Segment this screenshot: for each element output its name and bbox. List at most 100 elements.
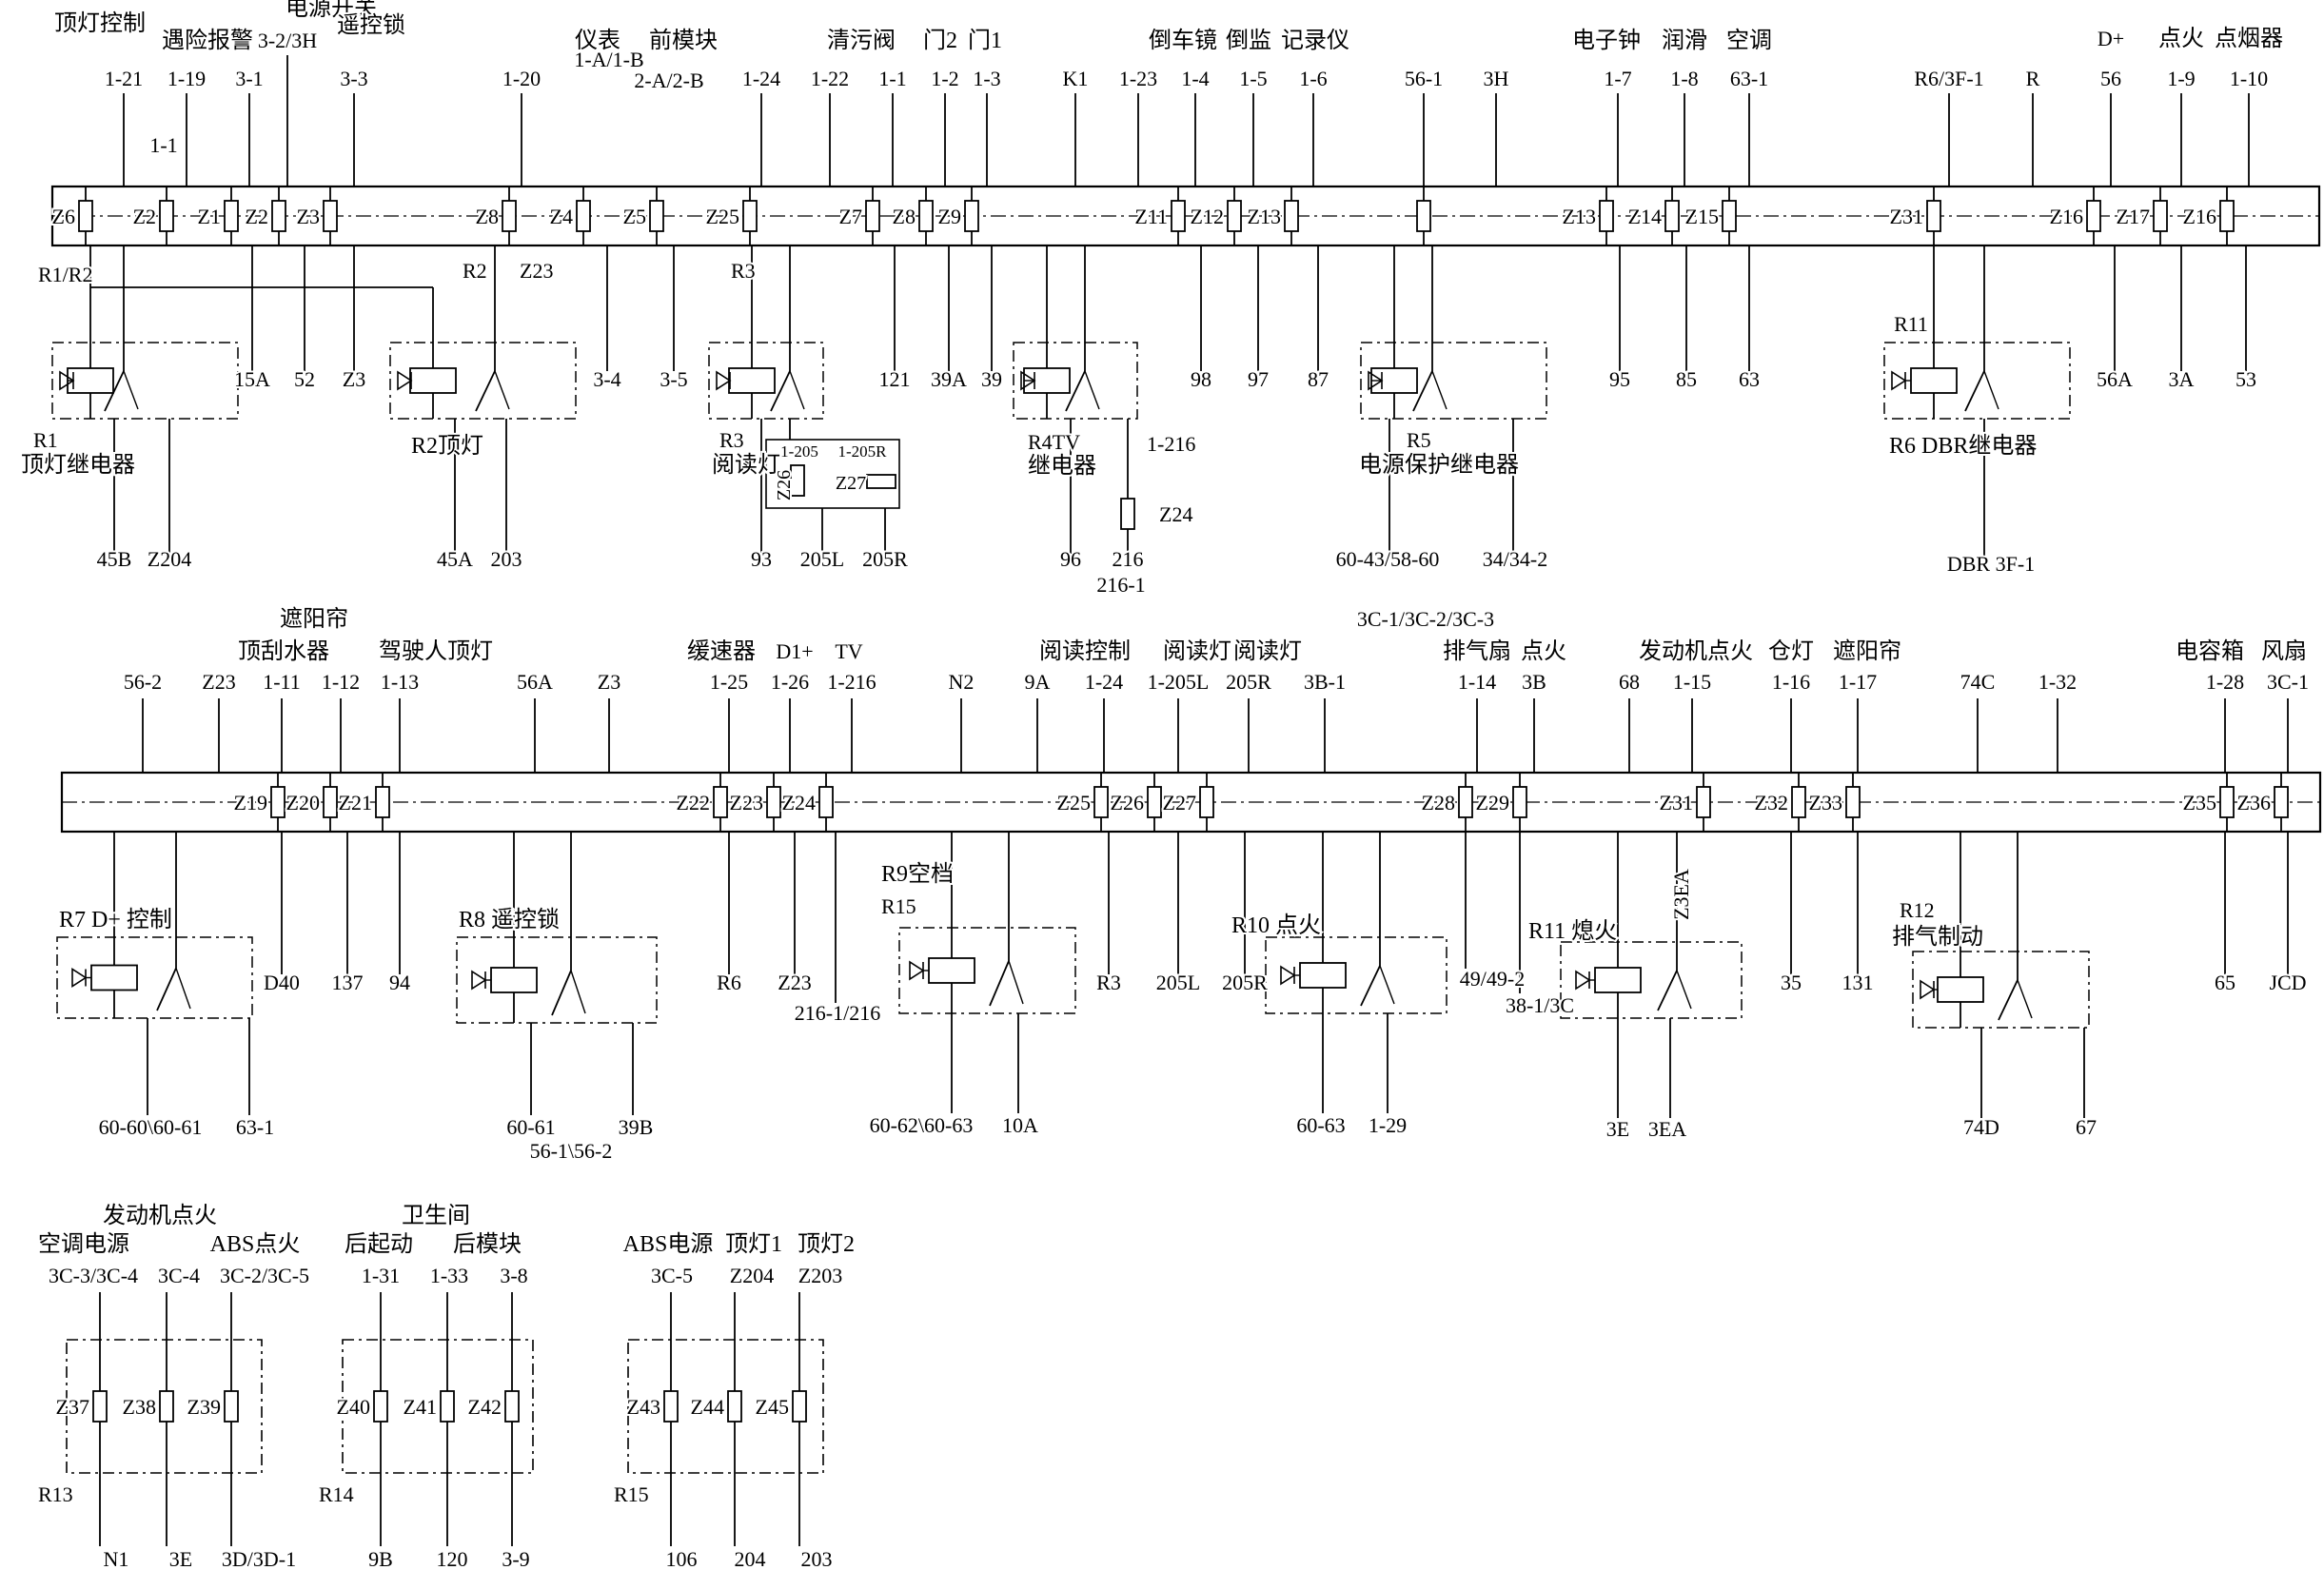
- diagram-label: 1-1: [149, 133, 177, 157]
- fuse-z16: [2086, 200, 2101, 232]
- diagram-label: R15: [614, 1482, 649, 1506]
- diagram-label: 驾驶人顶灯: [379, 638, 493, 664]
- diagram-label: 电子钟: [1572, 28, 1641, 53]
- fuse-label: Z16: [2183, 205, 2216, 228]
- diagram-label: 216-1/216: [795, 1001, 880, 1025]
- diagram-label: R4TV: [1028, 430, 1080, 454]
- fuse-label: Z31: [1890, 205, 1923, 228]
- r15-fuse-box: [627, 1339, 824, 1474]
- relay-r6-switch: [1964, 370, 1985, 412]
- diagram-label: 1-26: [771, 670, 809, 694]
- diagram-label: 1-22: [811, 67, 849, 90]
- diagram-label: 3EA: [1648, 1117, 1686, 1141]
- diagram-label: 95: [1609, 367, 1630, 391]
- diagram-label: 3C-1: [2267, 670, 2309, 694]
- diagram-label: 15A: [234, 367, 270, 391]
- fuse-z24: [818, 786, 834, 818]
- diagram-label: ABS点火: [210, 1231, 301, 1257]
- diagram-label: 3B-1: [1304, 670, 1346, 694]
- diagram-label: 3-1: [235, 67, 263, 90]
- diagram-label: 发动机点火: [1639, 638, 1753, 664]
- diagram-label: R3: [719, 428, 744, 452]
- diagram-label: 遥控锁: [337, 12, 405, 38]
- diagram-label: 45B: [97, 547, 132, 571]
- fuse-z8: [918, 200, 934, 232]
- fuse-z39: [224, 1390, 239, 1423]
- diagram-label: 216: [1113, 547, 1144, 571]
- fuse-z17: [2153, 200, 2168, 232]
- diagram-label: Z23: [520, 259, 553, 283]
- fuse-z42: [504, 1390, 520, 1423]
- diagram-label: 1-28: [2206, 670, 2244, 694]
- fuse-z11: [1171, 200, 1186, 232]
- relay-r10-box: [1265, 936, 1448, 1014]
- relay-r7-switch: [156, 968, 177, 1011]
- relay-r11-switch-arm: [1676, 970, 1692, 1010]
- relay-r6-coil: [1910, 367, 1958, 394]
- diagram-label: 120: [437, 1547, 468, 1570]
- fuse-label: Z32: [1755, 791, 1788, 814]
- relay-r8-box: [456, 936, 658, 1024]
- diagram-label: 56A: [2097, 367, 2133, 391]
- diagram-label: 顶灯1: [725, 1231, 782, 1257]
- relay-r1-diode: [59, 370, 75, 391]
- diagram-label: 205R: [1226, 670, 1271, 694]
- diagram-label: 阅读灯: [712, 452, 780, 478]
- diagram-label: 1-6: [1299, 67, 1327, 90]
- diagram-label: 1-A/1-B: [574, 48, 643, 71]
- diagram-label: R5: [1407, 428, 1431, 452]
- diagram-label: R11 熄火: [1528, 918, 1617, 944]
- relay-r9-switch-arm: [1008, 960, 1024, 1005]
- diagram-label: 1-11: [263, 670, 301, 694]
- fuse-label: Z9: [938, 205, 961, 228]
- diagram-label: D1+: [776, 639, 813, 663]
- diagram-label: 1-13: [381, 670, 419, 694]
- r14-fuse-box: [342, 1339, 534, 1474]
- diagram-label: 3-4: [593, 367, 620, 391]
- diagram-label: 1-21: [105, 67, 143, 90]
- fuse-z36: [2274, 786, 2289, 818]
- diagram-label: R14: [319, 1482, 354, 1506]
- diagram-label: 60-60\60-61: [99, 1115, 203, 1139]
- diagram-label: 1-205R: [838, 442, 888, 461]
- fuse-label: Z2: [246, 205, 268, 228]
- fuse-label: Z1: [198, 205, 221, 228]
- fuse-label: Z15: [1685, 205, 1719, 228]
- diagram-label: 1-4: [1181, 67, 1209, 90]
- fuse-label: Z21: [339, 791, 372, 814]
- diagram-label: 3B: [1522, 670, 1546, 694]
- relay-r6-diode: [1891, 370, 1907, 391]
- fuse-z20: [323, 786, 338, 818]
- relay-r7-switch-arm: [175, 968, 191, 1010]
- diagram-label: 3E: [1606, 1117, 1629, 1141]
- diagram-label: 空调: [1726, 28, 1772, 53]
- diagram-label: 56-2: [124, 670, 162, 694]
- fuse-z7: [865, 200, 880, 232]
- diagram-label: 52: [294, 367, 315, 391]
- diagram-label: 56-1: [1405, 67, 1443, 90]
- fuse-z21: [375, 786, 390, 818]
- diagram-label: R11: [1894, 312, 1928, 336]
- diagram-label: N2: [949, 670, 975, 694]
- diagram-label: Z204: [148, 547, 191, 571]
- diagram-label: 65: [2215, 971, 2235, 994]
- diagram-label: 点烟器: [2215, 26, 2283, 51]
- diagram-label: 1-5: [1239, 67, 1267, 90]
- diagram-label: N1: [104, 1547, 129, 1570]
- diagram-label: 润滑: [1662, 28, 1707, 53]
- diagram-label: 阅读灯: [1163, 638, 1231, 664]
- relay-r12-coil: [1937, 976, 1984, 1003]
- diagram-label: R9空档: [881, 861, 954, 887]
- relay-r7-box: [56, 936, 253, 1019]
- diagram-label: 缓速器: [687, 638, 756, 664]
- fuse: [866, 474, 896, 489]
- fuse-z33: [1845, 786, 1861, 818]
- diagram-label: R7 D+ 控制: [59, 907, 172, 932]
- relay-r5-switch: [1412, 370, 1433, 412]
- relay-r12-diode: [1920, 979, 1936, 1000]
- fuse-z26: [1147, 786, 1162, 818]
- diagram-label: 85: [1676, 367, 1697, 391]
- diagram-label: 39A: [931, 367, 967, 391]
- fuse-z6: [78, 200, 93, 232]
